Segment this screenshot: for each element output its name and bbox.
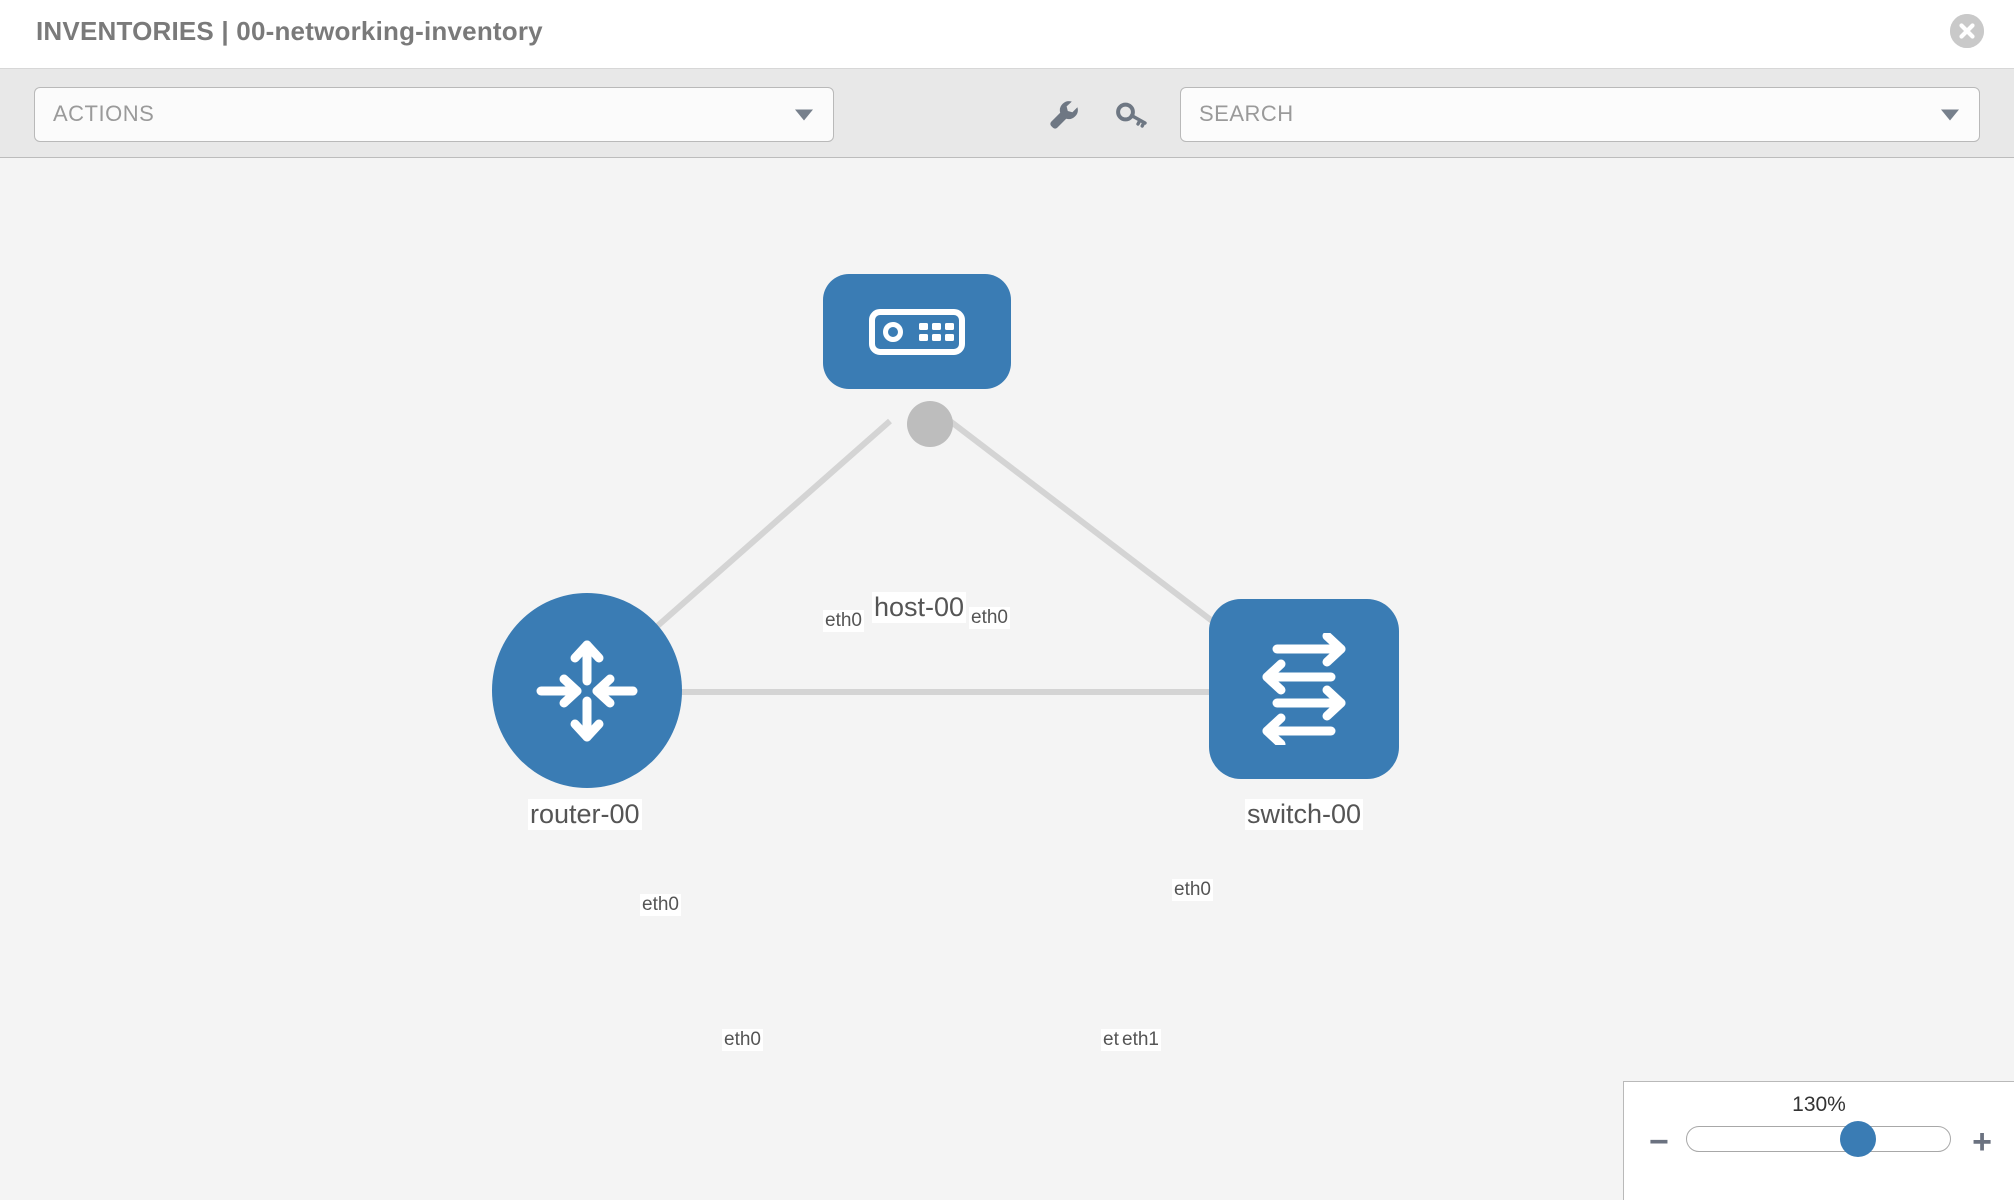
server-icon: [869, 308, 965, 355]
search-input[interactable]: SEARCH: [1180, 87, 1980, 142]
iface-knob-host: [907, 401, 953, 447]
iface-label-host-left: eth0: [823, 610, 864, 632]
iface-label-switch-up: eth0: [1172, 879, 1213, 901]
zoom-in-button[interactable]: +: [1972, 1123, 1992, 1161]
zoom-level-value: 130%: [1792, 1093, 1846, 1116]
close-icon[interactable]: [1950, 14, 1984, 48]
iface-label-router-right: eth0: [722, 1029, 763, 1051]
toolbar: ACTIONS SEARCH: [0, 69, 2014, 158]
app-header: INVENTORIES | 00-networking-inventory: [0, 0, 2014, 69]
key-icon[interactable]: [1114, 97, 1150, 133]
iface-label-host-right: eth0: [969, 607, 1010, 629]
actions-dropdown[interactable]: ACTIONS: [34, 87, 834, 142]
node-host-00[interactable]: [823, 274, 1011, 389]
zoom-slider-track[interactable]: [1686, 1121, 1951, 1157]
zoom-out-button[interactable]: −: [1649, 1123, 1669, 1161]
interface-knobs: [622, 401, 1266, 715]
page-title: INVENTORIES | 00-networking-inventory: [36, 16, 543, 46]
link-host-router: [618, 418, 892, 662]
topology-canvas[interactable]: host-00 eth0 eth0: [0, 159, 2014, 1200]
router-arrows-icon: [536, 640, 638, 741]
search-placeholder: SEARCH: [1199, 101, 1294, 126]
node-label-host-00: host-00: [872, 592, 967, 624]
actions-dropdown-label: ACTIONS: [53, 101, 155, 126]
link-lines: [618, 418, 1264, 695]
host-node-shape[interactable]: [823, 274, 1011, 389]
zoom-control-panel: 130% − +: [1623, 1081, 2014, 1200]
node-router-00[interactable]: [492, 593, 682, 788]
chevron-down-icon[interactable]: [1941, 109, 1959, 120]
node-label-switch-00: switch-00: [1245, 799, 1364, 831]
chevron-down-icon: [795, 109, 813, 120]
router-node-shape[interactable]: [492, 593, 682, 788]
switch-node-shape[interactable]: [1209, 599, 1399, 779]
iface-label-switch-left: eth1: [1120, 1029, 1161, 1051]
wrench-icon[interactable]: [1046, 97, 1082, 133]
node-label-router-00: router-00: [528, 799, 642, 831]
node-switch-00[interactable]: [1209, 599, 1399, 779]
switch-arrows-icon: [1262, 633, 1346, 745]
iface-label-router-up: eth0: [640, 894, 681, 916]
zoom-slider-thumb[interactable]: [1839, 1121, 1876, 1157]
